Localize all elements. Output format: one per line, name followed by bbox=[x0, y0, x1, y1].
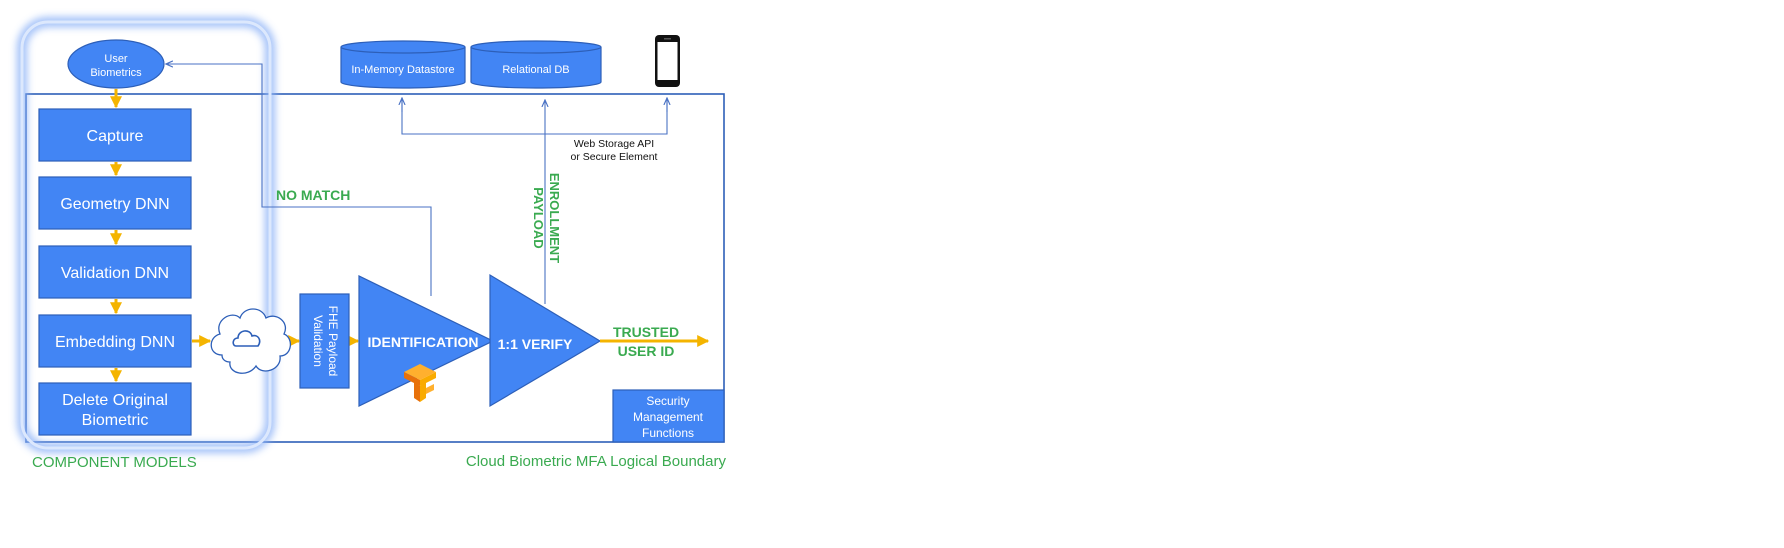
trusted-user-output: TRUSTED USER ID bbox=[600, 324, 710, 359]
user-biometrics-label-1: User bbox=[104, 53, 128, 65]
boundary-caption: Cloud Biometric MFA Logical Boundary bbox=[466, 453, 727, 470]
fhe-label-1: FHE Payload bbox=[326, 306, 340, 377]
web-storage-path: Web Storage API or Secure Element bbox=[402, 98, 667, 163]
user-id-label: USER ID bbox=[618, 343, 675, 359]
tensorflow-logo-icon bbox=[404, 364, 436, 402]
cloud-icon bbox=[210, 308, 291, 374]
in-memory-datastore-cylinder: In-Memory Datastore bbox=[340, 40, 466, 89]
component-models-frame bbox=[17, 17, 275, 453]
embedding-dnn-label: Embedding DNN bbox=[55, 334, 175, 351]
fhe-label-2: Validation bbox=[311, 315, 325, 367]
enrollment-label: ENROLLMENT bbox=[547, 173, 562, 263]
security-management-block: Security Management Functions bbox=[612, 389, 725, 443]
verify-label: 1:1 VERIFY bbox=[498, 336, 573, 352]
verify-triangle: 1:1 VERIFY bbox=[489, 273, 602, 408]
security-label-2: Management bbox=[633, 410, 704, 424]
smartphone-icon bbox=[655, 35, 680, 87]
no-match-path: NO MATCH bbox=[166, 64, 432, 296]
capture-label: Capture bbox=[87, 128, 144, 145]
relational-db-cylinder: Relational DB bbox=[470, 40, 602, 89]
component-models-caption: COMPONENT MODELS bbox=[32, 454, 197, 471]
payload-label: PAYLOAD bbox=[531, 187, 546, 248]
fhe-payload-validation-block: FHE Payload Validation bbox=[299, 293, 350, 389]
validation-dnn-label: Validation DNN bbox=[61, 265, 169, 282]
no-match-label: NO MATCH bbox=[276, 187, 350, 203]
in-memory-label: In-Memory Datastore bbox=[351, 64, 454, 76]
identification-triangle: IDENTIFICATION bbox=[358, 275, 495, 407]
validation-dnn-block: Validation DNN bbox=[38, 245, 192, 299]
delete-biometric-block: Delete Original Biometric bbox=[38, 382, 192, 436]
capture-block: Capture bbox=[38, 108, 192, 162]
geometry-dnn-label: Geometry DNN bbox=[60, 196, 169, 213]
enrollment-path: ENROLLMENT PAYLOAD bbox=[531, 100, 562, 304]
user-biometrics-label-2: Biometrics bbox=[90, 67, 142, 79]
geometry-dnn-block: Geometry DNN bbox=[38, 176, 192, 230]
delete-biometric-label-1: Delete Original bbox=[62, 392, 168, 409]
trusted-label: TRUSTED bbox=[613, 324, 679, 340]
security-label-1: Security bbox=[646, 394, 689, 408]
relational-db-label: Relational DB bbox=[502, 64, 569, 76]
web-storage-label-1: Web Storage API bbox=[574, 138, 654, 150]
embedding-dnn-block: Embedding DNN bbox=[38, 314, 192, 368]
user-biometrics-node: User Biometrics bbox=[67, 39, 165, 89]
web-storage-label-2: or Secure Element bbox=[571, 151, 658, 163]
identification-label: IDENTIFICATION bbox=[368, 334, 479, 350]
delete-biometric-label-2: Biometric bbox=[82, 412, 149, 429]
security-label-3: Functions bbox=[642, 426, 694, 440]
